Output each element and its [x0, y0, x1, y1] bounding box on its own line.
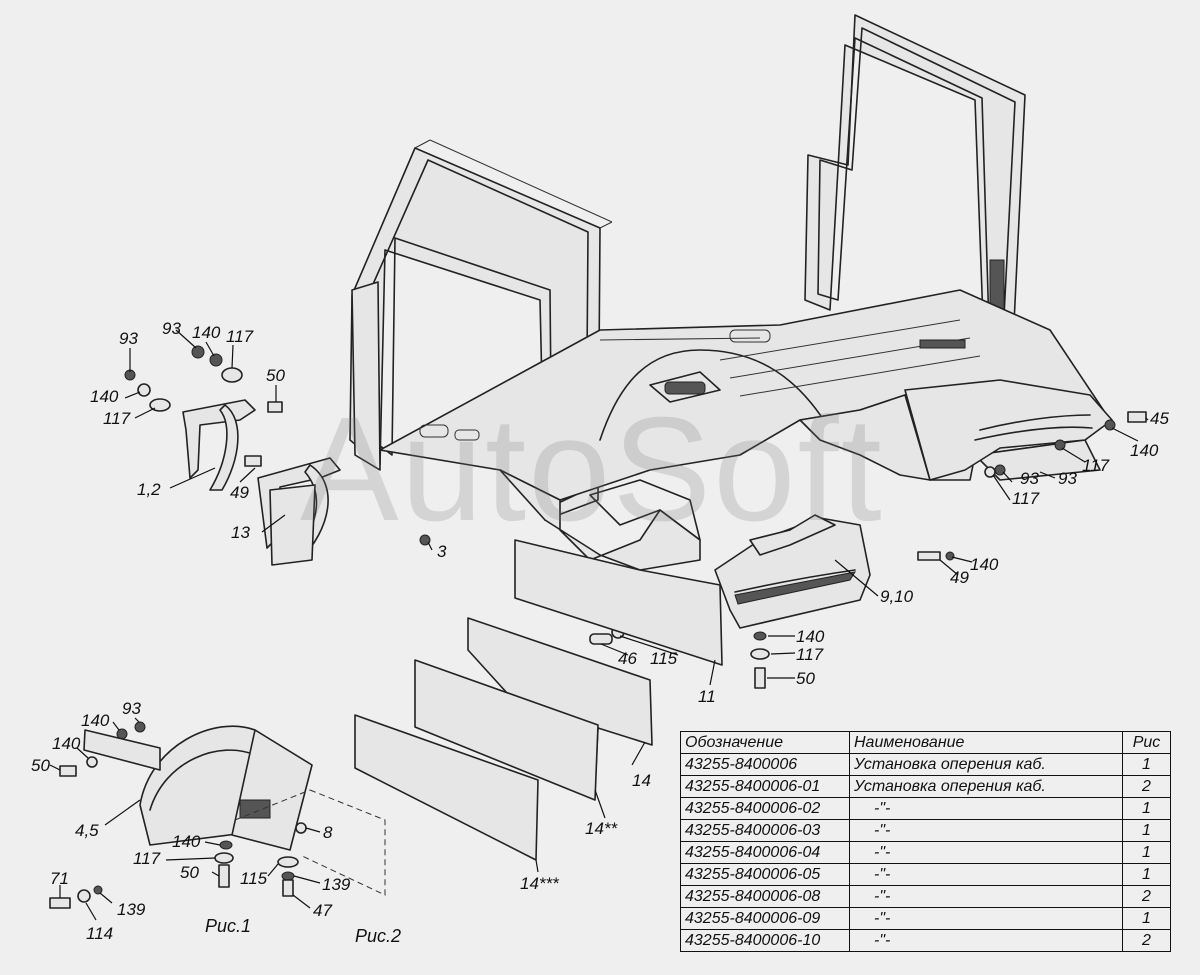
- callout-label: 114: [86, 924, 114, 943]
- callout-label: 14: [632, 771, 651, 790]
- cab-frame: [349, 14, 1113, 571]
- right-mudguard: [714, 514, 871, 629]
- table-cell: 43255-8400006-01: [680, 775, 850, 798]
- callout-label: 50: [266, 366, 285, 385]
- table-cell: 43255-8400006-09: [680, 907, 850, 930]
- callout-label: 47: [313, 901, 332, 920]
- callout-label: 117: [1082, 456, 1110, 475]
- callout-label: 117: [226, 327, 254, 346]
- figure-caption-1: Рис.1: [205, 916, 252, 936]
- callout-label: 93: [1058, 469, 1077, 488]
- callout-label: 50: [796, 669, 815, 688]
- callout-label: 117: [133, 849, 161, 868]
- callout-label: 49: [950, 568, 969, 587]
- table-cell: 1: [1122, 797, 1171, 820]
- callout-label: 11: [698, 687, 716, 706]
- callout-label: 115: [650, 649, 678, 668]
- table-cell: 43255-8400006-03: [680, 819, 850, 842]
- table-row: 43255-8400006-01 Установка оперения каб.…: [680, 775, 1171, 798]
- column-header: Обозначение: [680, 731, 850, 754]
- table-cell: 2: [1122, 775, 1171, 798]
- table-cell: 1: [1122, 819, 1171, 842]
- table-row: 43255-8400006-04 -"- 1: [680, 841, 1171, 864]
- table-row: 43255-8400006-02 -"- 1: [680, 797, 1171, 820]
- callout-label: 140: [90, 387, 119, 406]
- callout-label: 50: [31, 756, 50, 775]
- callout-label: 93: [162, 319, 181, 338]
- callout-label: 140: [52, 734, 81, 753]
- column-header: Наименование: [849, 731, 1123, 754]
- table-cell: 43255-8400006-10: [680, 929, 850, 952]
- callout-label: 117: [1012, 489, 1040, 508]
- table-header-row: Обозначение Наименование Рис: [680, 731, 1171, 754]
- table-cell: 2: [1122, 929, 1171, 952]
- callout-label: 9,10: [880, 587, 914, 606]
- callout-label: 140: [192, 323, 221, 342]
- callout-label: 140: [172, 832, 201, 851]
- fasteners: [49, 345, 1147, 909]
- callout-label: 50: [180, 863, 199, 882]
- table-cell: 43255-8400006: [680, 753, 850, 776]
- callout-label: 93: [119, 329, 138, 348]
- callout-label: 140: [796, 627, 825, 646]
- callout-label: 93: [1020, 469, 1039, 488]
- figure-caption-2: Рис.2: [355, 926, 402, 946]
- callout-label: 8: [323, 823, 333, 842]
- fig2-outline: [234, 789, 386, 896]
- mud-flaps: [354, 539, 723, 861]
- table-cell: -"-: [849, 819, 1123, 842]
- specification-table: Обозначение Наименование Рис 43255-84000…: [680, 731, 1171, 952]
- callout-label: 13: [231, 523, 250, 542]
- table-row: 43255-8400006-08 -"- 2: [680, 885, 1171, 908]
- table-cell: Установка оперения каб.: [849, 753, 1123, 776]
- table-cell: -"-: [849, 797, 1123, 820]
- table-cell: -"-: [849, 885, 1123, 908]
- callout-label: 3: [437, 542, 447, 561]
- callout-label: 49: [230, 483, 249, 502]
- table-row: 43255-8400006-09 -"- 1: [680, 907, 1171, 930]
- table-row: 43255-8400006-03 -"- 1: [680, 819, 1171, 842]
- table-cell: -"-: [849, 929, 1123, 952]
- callout-label: 93: [122, 699, 141, 718]
- callout-label: 71: [50, 869, 69, 888]
- front-fender: [83, 725, 313, 851]
- callout-label: 115: [240, 869, 268, 888]
- table-cell: 1: [1122, 753, 1171, 776]
- callout-label: 1,2: [137, 480, 161, 499]
- table-cell: 1: [1122, 863, 1171, 886]
- table-row: 43255-8400006 Установка оперения каб. 1: [680, 753, 1171, 776]
- callout-label: 14***: [520, 874, 559, 893]
- table-cell: 43255-8400006-05: [680, 863, 850, 886]
- callout-label: 117: [103, 409, 131, 428]
- table-cell: 43255-8400006-02: [680, 797, 850, 820]
- table-cell: 43255-8400006-08: [680, 885, 850, 908]
- table-cell: -"-: [849, 907, 1123, 930]
- table-cell: 43255-8400006-04: [680, 841, 850, 864]
- callout-label: 46: [618, 649, 637, 668]
- table-cell: Установка оперения каб.: [849, 775, 1123, 798]
- callout-label: 140: [970, 555, 999, 574]
- table-cell: -"-: [849, 863, 1123, 886]
- table-row: 43255-8400006-05 -"- 1: [680, 863, 1171, 886]
- callout-label: 139: [117, 900, 146, 919]
- table-cell: -"-: [849, 841, 1123, 864]
- callout-label: 117: [796, 645, 824, 664]
- callout-label: 139: [322, 875, 351, 894]
- left-brackets: [182, 399, 341, 566]
- table-cell: 2: [1122, 885, 1171, 908]
- table-cell: 1: [1122, 907, 1171, 930]
- watermark: AutoSoft: [300, 387, 884, 552]
- callout-label: 45: [1150, 409, 1169, 428]
- leader-lines: [49, 329, 1149, 921]
- column-header: Рис: [1122, 731, 1171, 754]
- callout-label: 140: [1130, 441, 1159, 460]
- callout-label: 4,5: [75, 821, 99, 840]
- table-cell: 1: [1122, 841, 1171, 864]
- callout-label: 14**: [585, 819, 618, 838]
- table-row: 43255-8400006-10 -"- 2: [680, 929, 1171, 952]
- callout-label: 140: [81, 711, 110, 730]
